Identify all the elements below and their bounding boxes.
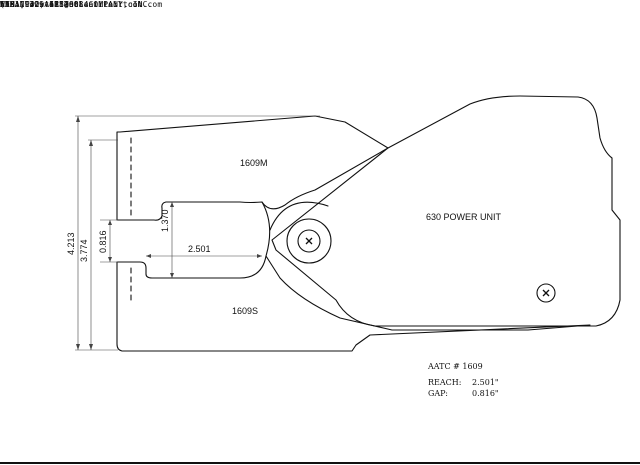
upper-jaw-label: 1609M xyxy=(240,158,268,168)
email-label: E-MAIL: xyxy=(0,0,35,9)
spec-reach-row: REACH: 2.501" xyxy=(428,378,499,387)
web-url: www.atlanticairtool.com xyxy=(29,0,143,9)
secondary-pivot xyxy=(536,283,556,303)
spec-gap-row: GAP: 0.816" xyxy=(428,389,499,398)
reach-value: 2.501" xyxy=(472,378,499,387)
dim-inner-height: 3.774 xyxy=(79,239,89,262)
dim-reach: 2.501 xyxy=(188,244,211,254)
gap-label: GAP: xyxy=(428,389,448,398)
email-address: staff@atlanticairtool.com xyxy=(39,0,163,9)
jaw-throat-arc xyxy=(261,201,271,257)
lower-jaw-shape xyxy=(116,255,591,352)
main-pivot-inner xyxy=(297,229,321,253)
company-name: ATLANTIC AIR TOOL COMPANY, INC. xyxy=(0,0,153,9)
company-email: E-MAIL: staff@atlanticairtool.com xyxy=(0,0,162,9)
dim-gap: 0.816 xyxy=(98,230,108,253)
company-phone: (931) 425-6882 xyxy=(0,0,69,9)
power-unit-body xyxy=(271,95,621,327)
main-pivot-outer xyxy=(286,218,332,264)
company-fax: FAX (931) 425-6884 xyxy=(0,0,89,9)
power-unit-label: 630 POWER UNIT xyxy=(426,212,502,222)
dim-throat: 1.370 xyxy=(160,209,170,232)
part-number: AATC # 1609 xyxy=(428,362,483,371)
lower-jaw-label: 1609S xyxy=(232,306,258,316)
dim-overall-height: 4.213 xyxy=(66,232,76,255)
web-label: WEB: xyxy=(0,0,20,9)
page-bottom-rule xyxy=(0,462,640,464)
reach-label: REACH: xyxy=(428,378,462,387)
upper-jaw-shape xyxy=(116,115,389,221)
gap-value: 0.816" xyxy=(472,389,499,398)
pivot-arc xyxy=(269,201,329,231)
company-web: WEB: www.atlanticairtool.com xyxy=(0,0,143,9)
